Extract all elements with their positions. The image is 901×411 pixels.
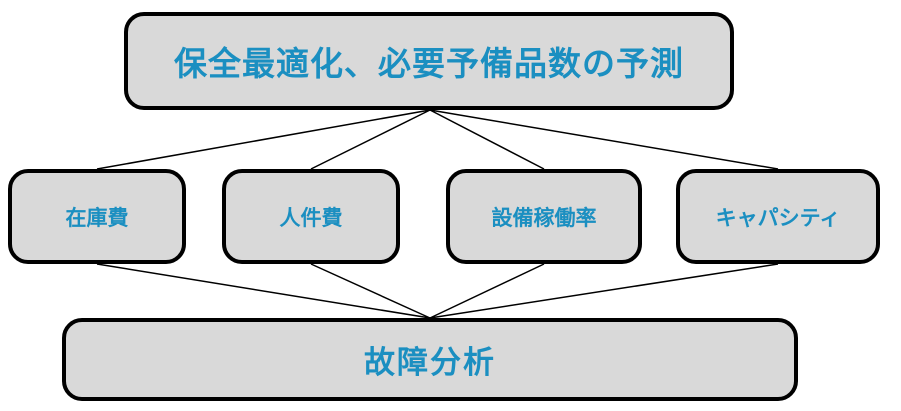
factor-label-equipment-utilization: 設備稼働率 [491, 205, 597, 230]
goal-box: 保全最適化、必要予備品数の予測 [124, 12, 734, 110]
foundation-label: 故障分析 [364, 345, 496, 381]
factor-label-inventory-cost: 在庫費 [65, 205, 129, 230]
factor-box-equipment-utilization: 設備稼働率 [446, 169, 642, 264]
connector-top-to-inventory [96, 109, 431, 170]
connector-top-to-labor [310, 109, 431, 170]
factor-label-labor-cost: 人件費 [279, 205, 343, 230]
factor-box-inventory-cost: 在庫費 [8, 169, 186, 264]
factor-label-capacity: キャパシティ [715, 205, 841, 230]
connector-top-to-capacity [429, 109, 779, 170]
connector-labor-to-bottom [310, 263, 431, 319]
goal-label: 保全最適化、必要予備品数の予測 [174, 44, 684, 83]
factor-box-capacity: キャパシティ [676, 169, 880, 264]
connector-utilization-to-bottom [429, 263, 545, 319]
foundation-box: 故障分析 [62, 318, 798, 401]
factor-box-labor-cost: 人件費 [222, 169, 400, 264]
connector-capacity-to-bottom [429, 263, 779, 319]
connector-inventory-to-bottom [96, 263, 431, 319]
connector-top-to-utilization [429, 109, 545, 170]
